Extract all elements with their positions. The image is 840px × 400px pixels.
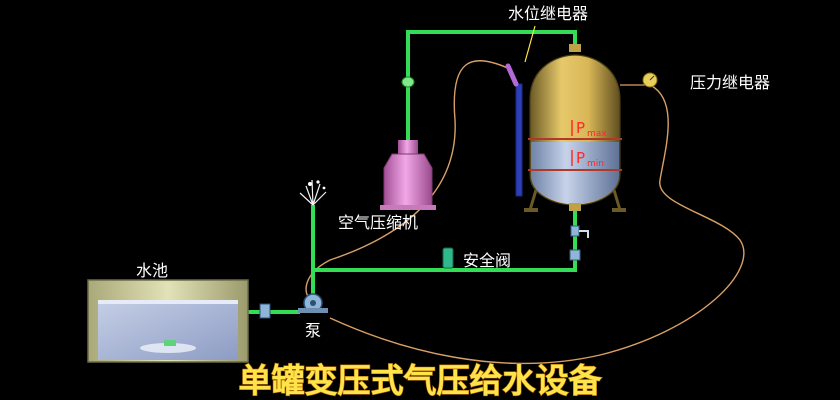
pump xyxy=(298,293,328,313)
electrical-wires xyxy=(305,60,745,365)
pmin-letter: P xyxy=(576,149,585,167)
suction-valve xyxy=(259,303,271,319)
air-compressor-label: 空气压缩机 xyxy=(338,213,418,232)
pmax-letter: P xyxy=(576,119,585,137)
pmin-marker: P min xyxy=(571,149,604,169)
pmax-marker: P max xyxy=(571,119,607,139)
pmin-subscript: min xyxy=(587,159,604,169)
pressure-relay-label: 压力继电器 xyxy=(690,73,770,92)
tank-water xyxy=(531,142,619,204)
pump-label: 泵 xyxy=(305,321,321,340)
air-check-valve xyxy=(401,76,415,88)
water-level-relay xyxy=(505,25,536,87)
discharge-pipe xyxy=(311,208,577,300)
drain-valve xyxy=(570,225,589,238)
air-compressor xyxy=(380,140,436,210)
water-pool-label: 水池 xyxy=(136,261,168,280)
pressure-tank xyxy=(515,44,626,212)
pmax-subscript: max xyxy=(587,129,607,139)
safety-valve xyxy=(442,247,454,269)
compressor-air-pipe xyxy=(406,30,577,150)
safety-valve-label: 安全阀 xyxy=(463,251,511,270)
level-relay-wire xyxy=(305,60,513,306)
diagram-title: 单罐变压式气压给水设备 xyxy=(239,361,603,400)
vent-spray-icon xyxy=(299,179,327,206)
tank-branch-valve xyxy=(569,249,581,261)
water-pool xyxy=(87,279,249,363)
water-level-relay-label: 水位继电器 xyxy=(508,4,588,23)
pressure-relay xyxy=(620,72,658,88)
pressure-relay-wire xyxy=(329,84,745,365)
